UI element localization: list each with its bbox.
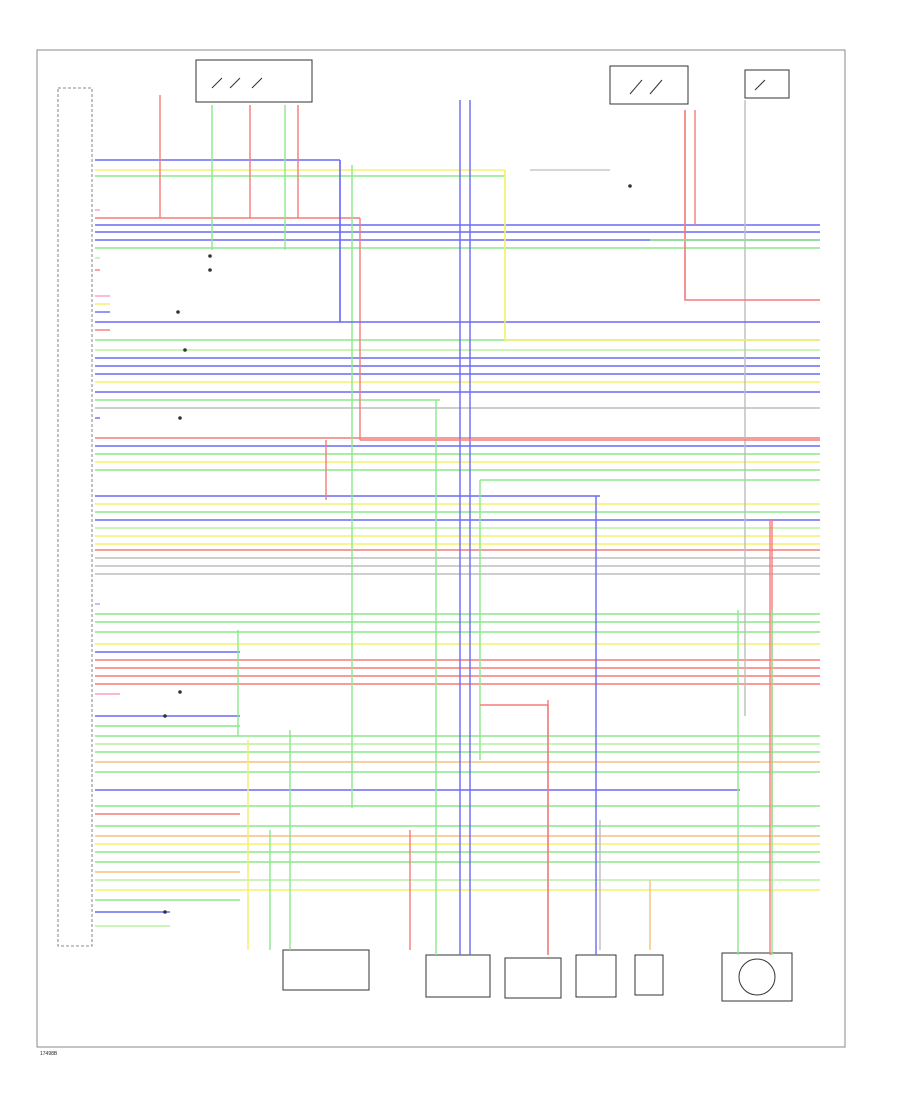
- junction-dot-7: [163, 910, 167, 914]
- ecm-connector-outline: [57, 87, 93, 947]
- wire-route-yel: [504, 170, 820, 341]
- junction-dot-2: [176, 310, 180, 314]
- wire-route-red-bottom: [480, 704, 549, 955]
- footer-code: 17498B: [40, 1051, 58, 1057]
- junction-dot-0: [208, 254, 212, 258]
- diagram-frame: [36, 49, 846, 1048]
- wire-route-red-right: [684, 110, 820, 301]
- wire-route-blu: [339, 160, 820, 323]
- junction-dot-1: [208, 268, 212, 272]
- bottom-components: [282, 949, 793, 1002]
- junction-dot-4: [178, 416, 182, 420]
- top-far-right-component: [744, 69, 790, 99]
- junction-dot-6: [163, 714, 167, 718]
- wire-group: [95, 95, 820, 955]
- junction-dot-5: [178, 690, 182, 694]
- junction-dot-8: [628, 184, 632, 188]
- junction-dot-3: [183, 348, 187, 352]
- top-right-relay-component: [609, 65, 689, 105]
- top-left-relay-component: [195, 59, 313, 103]
